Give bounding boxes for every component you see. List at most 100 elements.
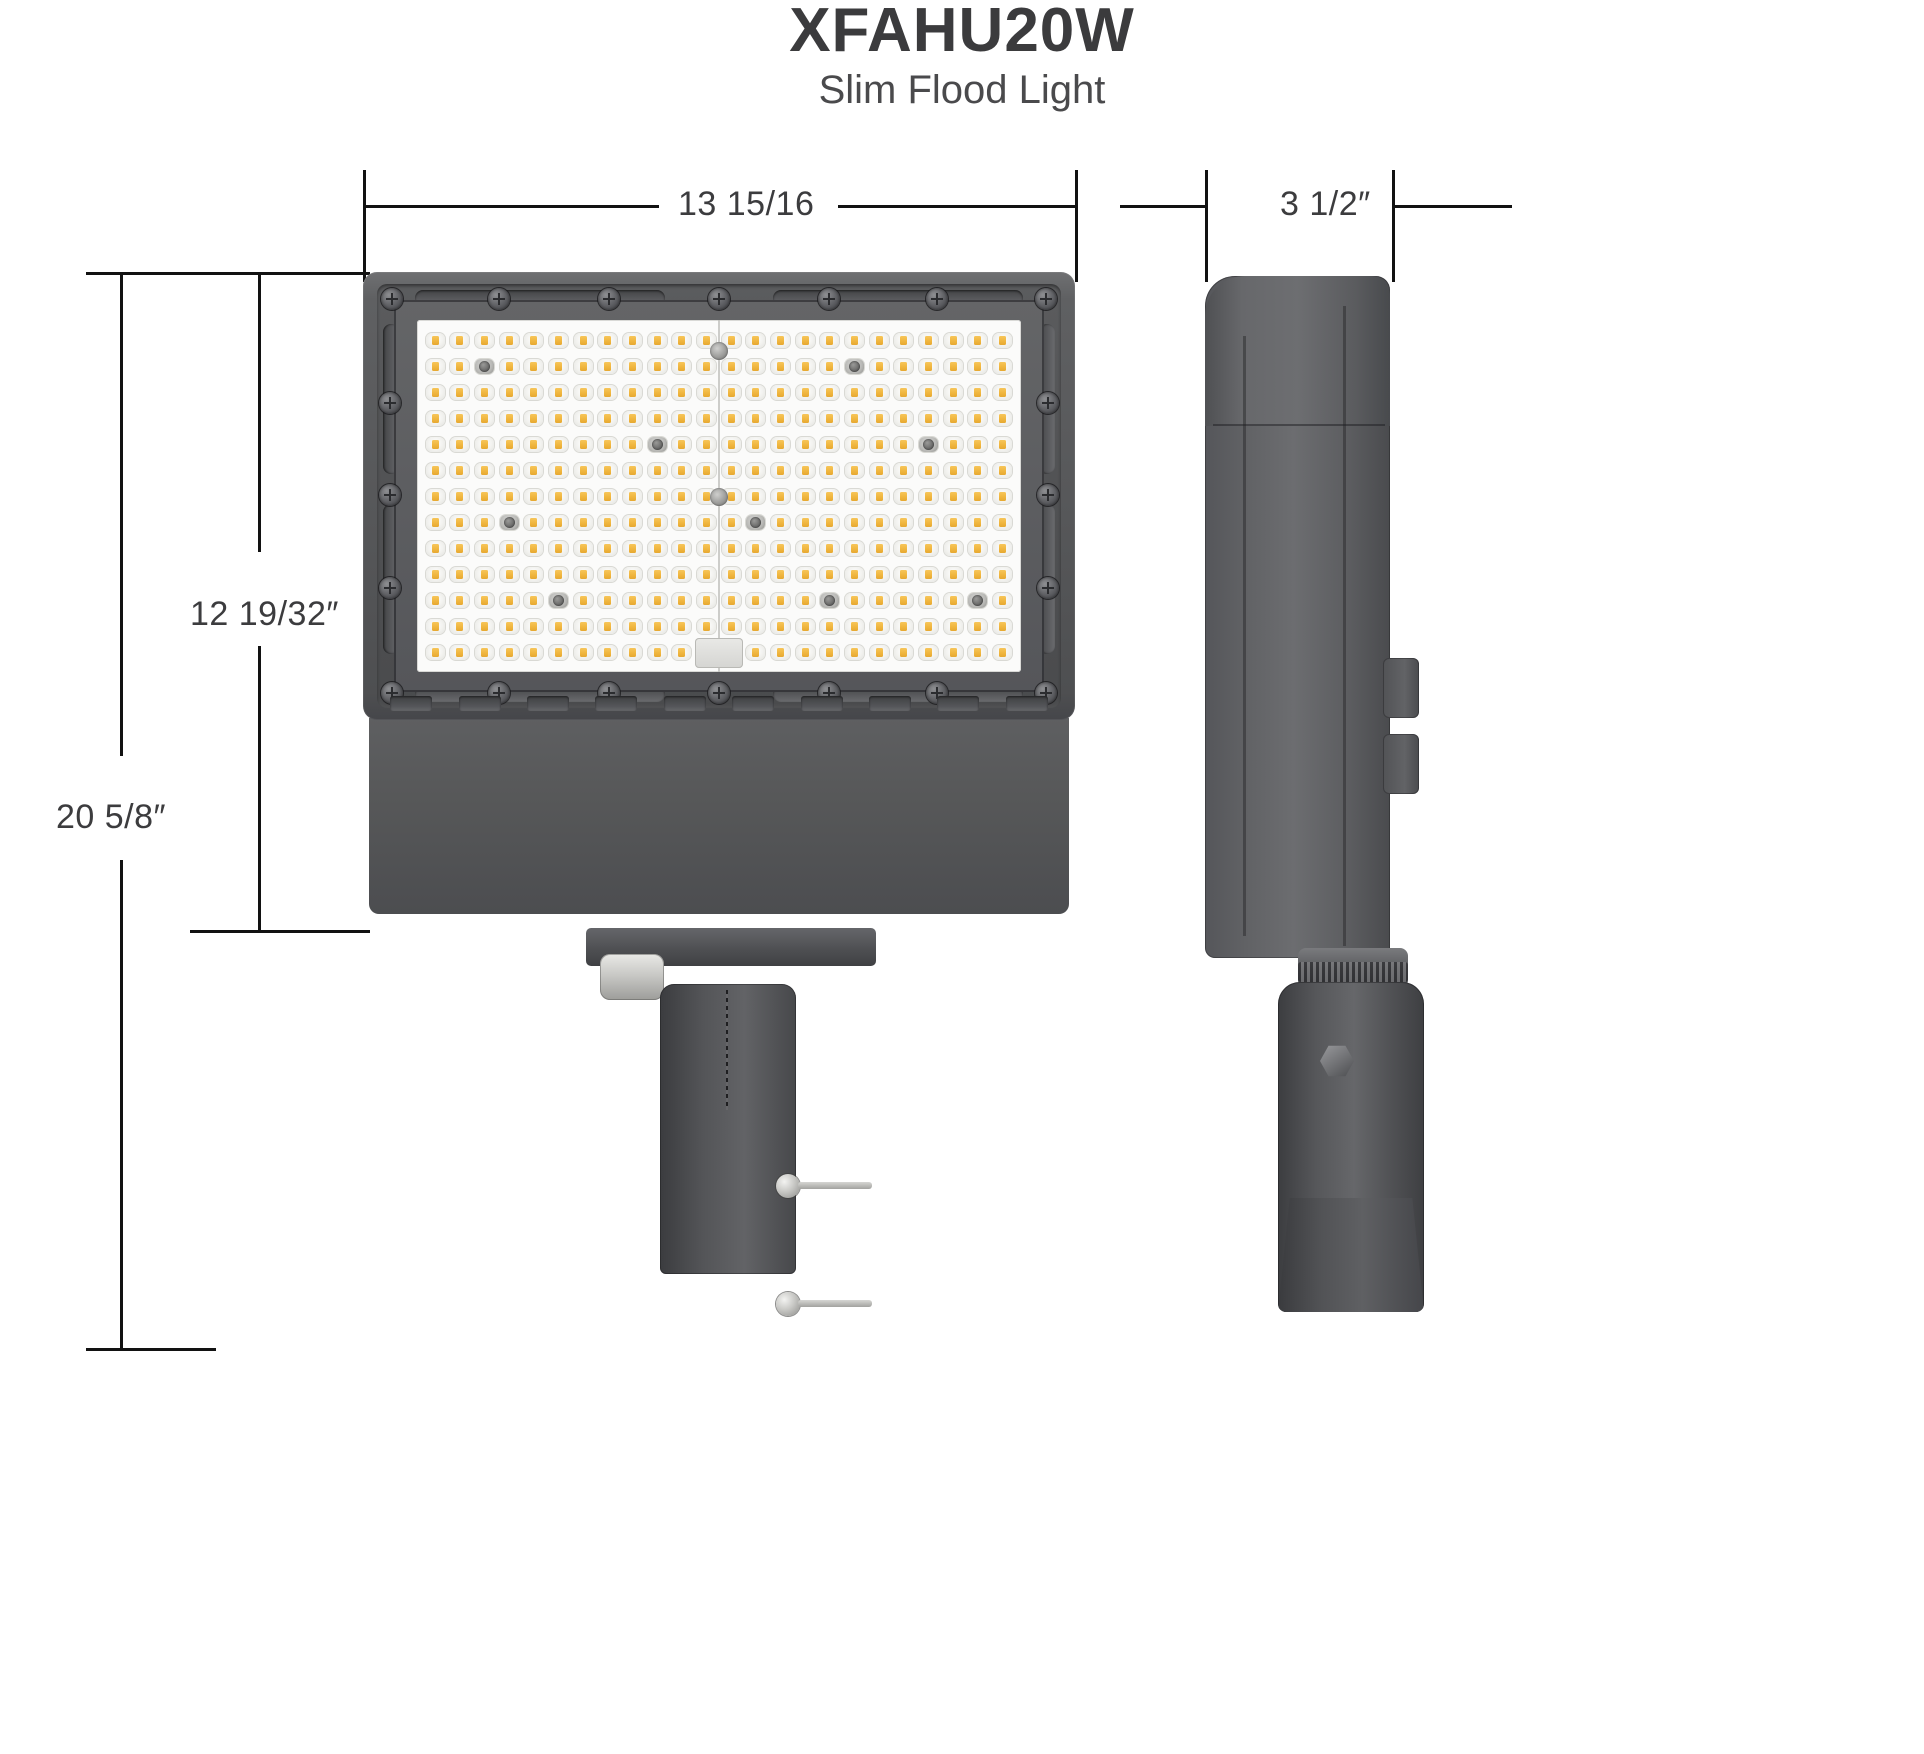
led-emitter [546,535,571,561]
led-emitter [744,639,769,665]
led-emitter [941,327,966,353]
housing-shell-front [363,272,1075,720]
led-emitter [744,535,769,561]
led-emitter [448,327,473,353]
led-emitter [448,639,473,665]
led-emitter [497,587,522,613]
led-emitter [892,327,917,353]
led-emitter [892,639,917,665]
led-emitter [522,613,547,639]
led-emitter [694,327,719,353]
led-emitter [670,327,695,353]
led-emitter [867,405,892,431]
depth-dimension-line-a [1120,205,1206,208]
led-emitter [892,483,917,509]
led-emitter [966,483,991,509]
led-emitter [744,353,769,379]
led-emitter [472,561,497,587]
led-emitter [670,535,695,561]
heat-fin [800,695,843,711]
knuckle-serration [726,990,728,1110]
led-emitter [990,431,1015,457]
page-title: XFAHU20W [789,0,1135,58]
led-emitter [916,561,941,587]
led-emitter [571,405,596,431]
led-emitter [793,587,818,613]
led-emitter [596,613,621,639]
led-emitter [842,509,867,535]
led-emitter [744,379,769,405]
led-emitter [620,405,645,431]
led-emitter [892,561,917,587]
led-emitter [941,483,966,509]
led-emitter [941,561,966,587]
led-emitter [768,509,793,535]
led-emitter [793,327,818,353]
led-standoff [818,587,843,613]
led-emitter [990,405,1015,431]
heat-fin [1005,695,1048,711]
led-emitter [472,483,497,509]
led-emitter [645,561,670,587]
height-extension-top [190,272,370,275]
bolt-icon [776,1292,800,1316]
led-emitter [546,431,571,457]
led-emitter [916,353,941,379]
led-emitter [719,587,744,613]
screw-head-icon [381,288,403,310]
led-emitter [966,379,991,405]
led-emitter [694,405,719,431]
led-emitter [966,431,991,457]
led-emitter [670,561,695,587]
led-emitter [472,457,497,483]
screw-head-icon [1037,392,1059,414]
led-emitter [916,379,941,405]
led-emitter [867,535,892,561]
led-emitter [793,431,818,457]
led-emitter [768,327,793,353]
led-emitter [522,561,547,587]
led-emitter [793,509,818,535]
total-height-extension-bottom [86,1348,216,1351]
led-emitter [448,483,473,509]
center-standoff-icon [710,488,728,506]
led-emitter [472,405,497,431]
led-emitter [892,457,917,483]
led-emitter [719,613,744,639]
led-emitter [744,587,769,613]
led-emitter [423,587,448,613]
led-emitter [497,639,522,665]
heat-fin [390,695,433,711]
led-emitter [892,431,917,457]
height-extension-bottom [190,930,370,933]
led-emitter [744,483,769,509]
led-array [423,327,1015,665]
led-standoff [966,587,991,613]
led-emitter [990,509,1015,535]
led-emitter [497,457,522,483]
led-emitter [916,483,941,509]
led-emitter [842,327,867,353]
led-emitter [448,561,473,587]
driver-housing-front [369,718,1069,914]
led-emitter [966,353,991,379]
led-emitter [941,379,966,405]
led-emitter [522,457,547,483]
led-emitter [892,535,917,561]
led-emitter [546,561,571,587]
led-emitter [941,639,966,665]
mounting-knuckle-front [586,928,886,1348]
led-emitter [522,327,547,353]
led-emitter [645,327,670,353]
led-emitter [645,353,670,379]
led-emitter [719,379,744,405]
led-emitter [793,535,818,561]
led-emitter [867,379,892,405]
led-emitter [620,561,645,587]
led-emitter [423,431,448,457]
led-emitter [497,613,522,639]
led-emitter [990,483,1015,509]
led-emitter [768,483,793,509]
led-emitter [966,509,991,535]
led-emitter [768,639,793,665]
